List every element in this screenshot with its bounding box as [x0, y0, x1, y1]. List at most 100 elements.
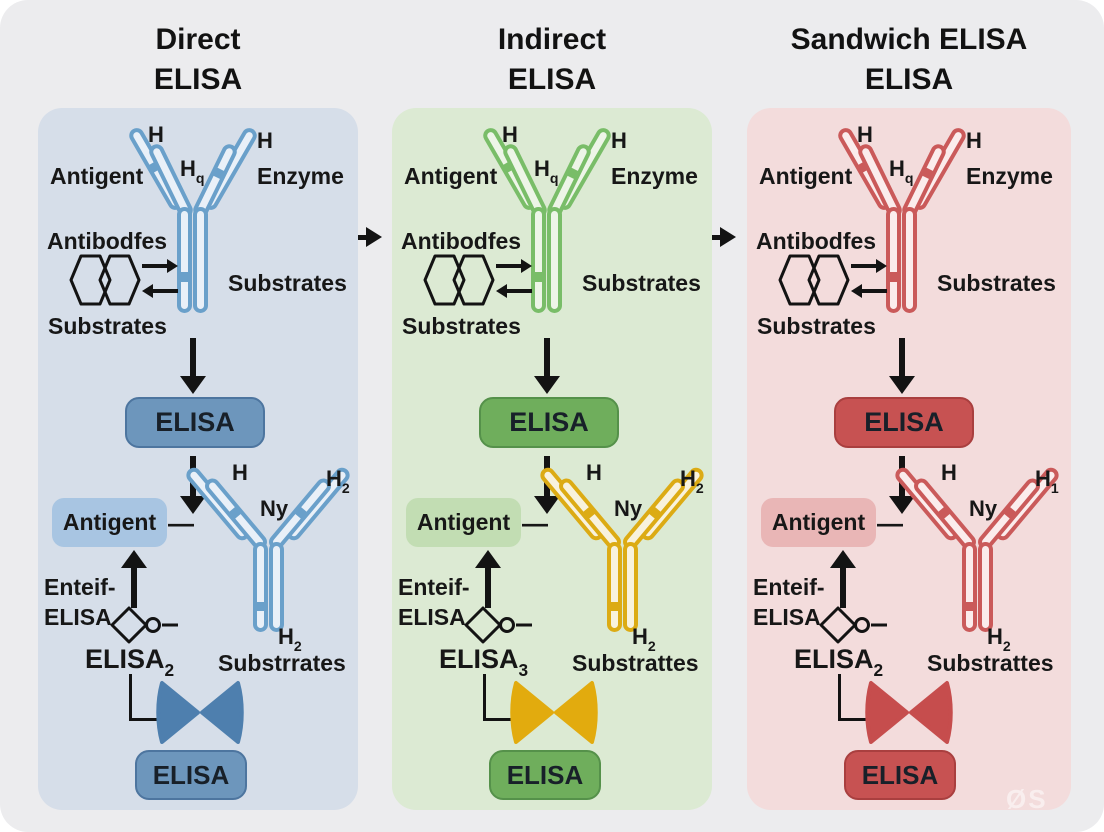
label-h-sub: Hq	[889, 156, 914, 187]
dash: —	[877, 508, 903, 538]
watermark: ØS	[1006, 784, 1048, 814]
arrow-up-icon	[120, 550, 148, 608]
label-h-sub: Hq	[534, 156, 559, 187]
label-h: H	[502, 122, 518, 147]
arrow-down-icon	[179, 338, 207, 394]
antibody-y-icon	[129, 128, 257, 313]
title-line: ELISA	[153, 63, 243, 96]
elisa-box: ELISA	[135, 750, 247, 800]
label-h-sub: H2	[326, 466, 350, 497]
label-h-sub: H2	[632, 624, 656, 655]
antigen-box: Antigent	[761, 498, 876, 547]
substrate-hexagons-icon	[423, 254, 495, 306]
substrate-hexagons-icon	[69, 254, 141, 306]
arrow-down-icon	[888, 338, 916, 394]
substrate-hexagons-icon	[778, 254, 850, 306]
panel-direct-elisa: H Hq H Antigent Enzyme Antibodfes Substr…	[38, 108, 358, 810]
label-h: H	[148, 122, 164, 147]
antibody-v-icon	[186, 467, 350, 632]
title-line: Sandwich ELISA	[790, 23, 1028, 56]
label-enzyme: Enzyme	[257, 163, 344, 189]
elisa-box: ELISA	[489, 750, 601, 800]
connector-line	[838, 674, 841, 720]
column-title-indirect: Indirect ELISA	[392, 20, 712, 100]
label-antibodies: Antibodfes	[47, 228, 168, 254]
arrow-up-icon	[829, 550, 857, 608]
label-enteif-line2: ELISA	[398, 604, 466, 630]
label-h-sub: H2	[680, 466, 704, 497]
label-h-sub: H2	[278, 624, 302, 655]
label-h-sub: H1	[1035, 466, 1059, 497]
arrow-left-small-icon	[851, 284, 887, 298]
label-antibodies: Antibodfes	[756, 228, 877, 254]
connector-line	[483, 718, 515, 721]
bowtie-icon	[156, 681, 244, 744]
dash: —	[522, 508, 548, 538]
label-ny: Ny	[969, 496, 998, 521]
label-enteif-line1: Enteif-	[753, 574, 825, 600]
title-line: ELISA	[864, 63, 954, 96]
enzyme-tag-icon	[819, 606, 887, 644]
label-antigen: Antigent	[50, 163, 144, 189]
antigen-box: Antigent	[406, 498, 521, 547]
column-title-direct: Direct ELISA	[38, 20, 358, 100]
bowtie-icon	[510, 681, 598, 744]
label-substrates: Substrates	[937, 270, 1056, 296]
elisa-box: ELISA	[125, 397, 265, 448]
label-substrates: Substrates	[582, 270, 701, 296]
label-elisa-sub: ELISA2	[85, 644, 175, 681]
label-antibodies: Antibodfes	[401, 228, 522, 254]
label-substrates: Substrattes	[572, 650, 699, 676]
label-enteif-line1: Enteif-	[44, 574, 116, 600]
arrow-down-icon	[533, 338, 561, 394]
label-h: H	[257, 128, 273, 153]
label-h-sub: Hq	[180, 156, 205, 187]
label-enteif-line2: ELISA	[753, 604, 821, 630]
arrow-left-small-icon	[142, 284, 178, 298]
connector-line	[838, 718, 870, 721]
label-elisa-sub: ELISA3	[439, 644, 529, 681]
label-substrates: Substrates	[757, 313, 876, 339]
label-ny: Ny	[614, 496, 643, 521]
label-h: H	[232, 460, 248, 485]
elisa-box: ELISA	[844, 750, 956, 800]
arrow-right-small-icon	[142, 259, 178, 273]
label-enteif-line2: ELISA	[44, 604, 112, 630]
antibody-y-icon	[838, 128, 966, 313]
label-h: H	[586, 460, 602, 485]
label-ny: Ny	[260, 496, 289, 521]
title-line: Indirect	[497, 23, 607, 56]
panel-sandwich-elisa: H Hq H Antigent Enzyme Antibodfes Substr…	[747, 108, 1071, 810]
label-substrates: Substrates	[228, 270, 347, 296]
antigen-box: Antigent	[52, 498, 167, 547]
antibody-y-icon	[483, 128, 611, 313]
antibody-v-icon	[895, 467, 1059, 632]
title-line: Direct	[155, 23, 241, 56]
label-substrates: Substrattes	[927, 650, 1054, 676]
label-substrates: Substrates	[402, 313, 521, 339]
connector-line	[129, 674, 132, 720]
label-h-sub: H2	[987, 624, 1011, 655]
enzyme-tag-icon	[110, 606, 178, 644]
panel-indirect-elisa: H Hq H Antigent Enzyme Antibodfes Substr…	[392, 108, 712, 810]
enzyme-tag-icon	[464, 606, 532, 644]
label-enteif-line1: Enteif-	[398, 574, 470, 600]
label-antigen: Antigent	[404, 163, 498, 189]
label-substrates: Substrates	[48, 313, 167, 339]
arrow-right-small-icon	[851, 259, 887, 273]
arrow-left-small-icon	[496, 284, 532, 298]
label-enzyme: Enzyme	[966, 163, 1053, 189]
arrow-up-icon	[474, 550, 502, 608]
elisa-box: ELISA	[479, 397, 619, 448]
title-line: ELISA	[507, 63, 597, 96]
label-substrates: Substrrates	[218, 650, 346, 676]
dash: —	[168, 508, 194, 538]
label-h: H	[611, 128, 627, 153]
connector-line	[483, 674, 486, 720]
label-h: H	[966, 128, 982, 153]
label-h: H	[941, 460, 957, 485]
label-antigen: Antigent	[759, 163, 853, 189]
label-h: H	[857, 122, 873, 147]
column-title-sandwich: Sandwich ELISA ELISA	[737, 20, 1081, 100]
